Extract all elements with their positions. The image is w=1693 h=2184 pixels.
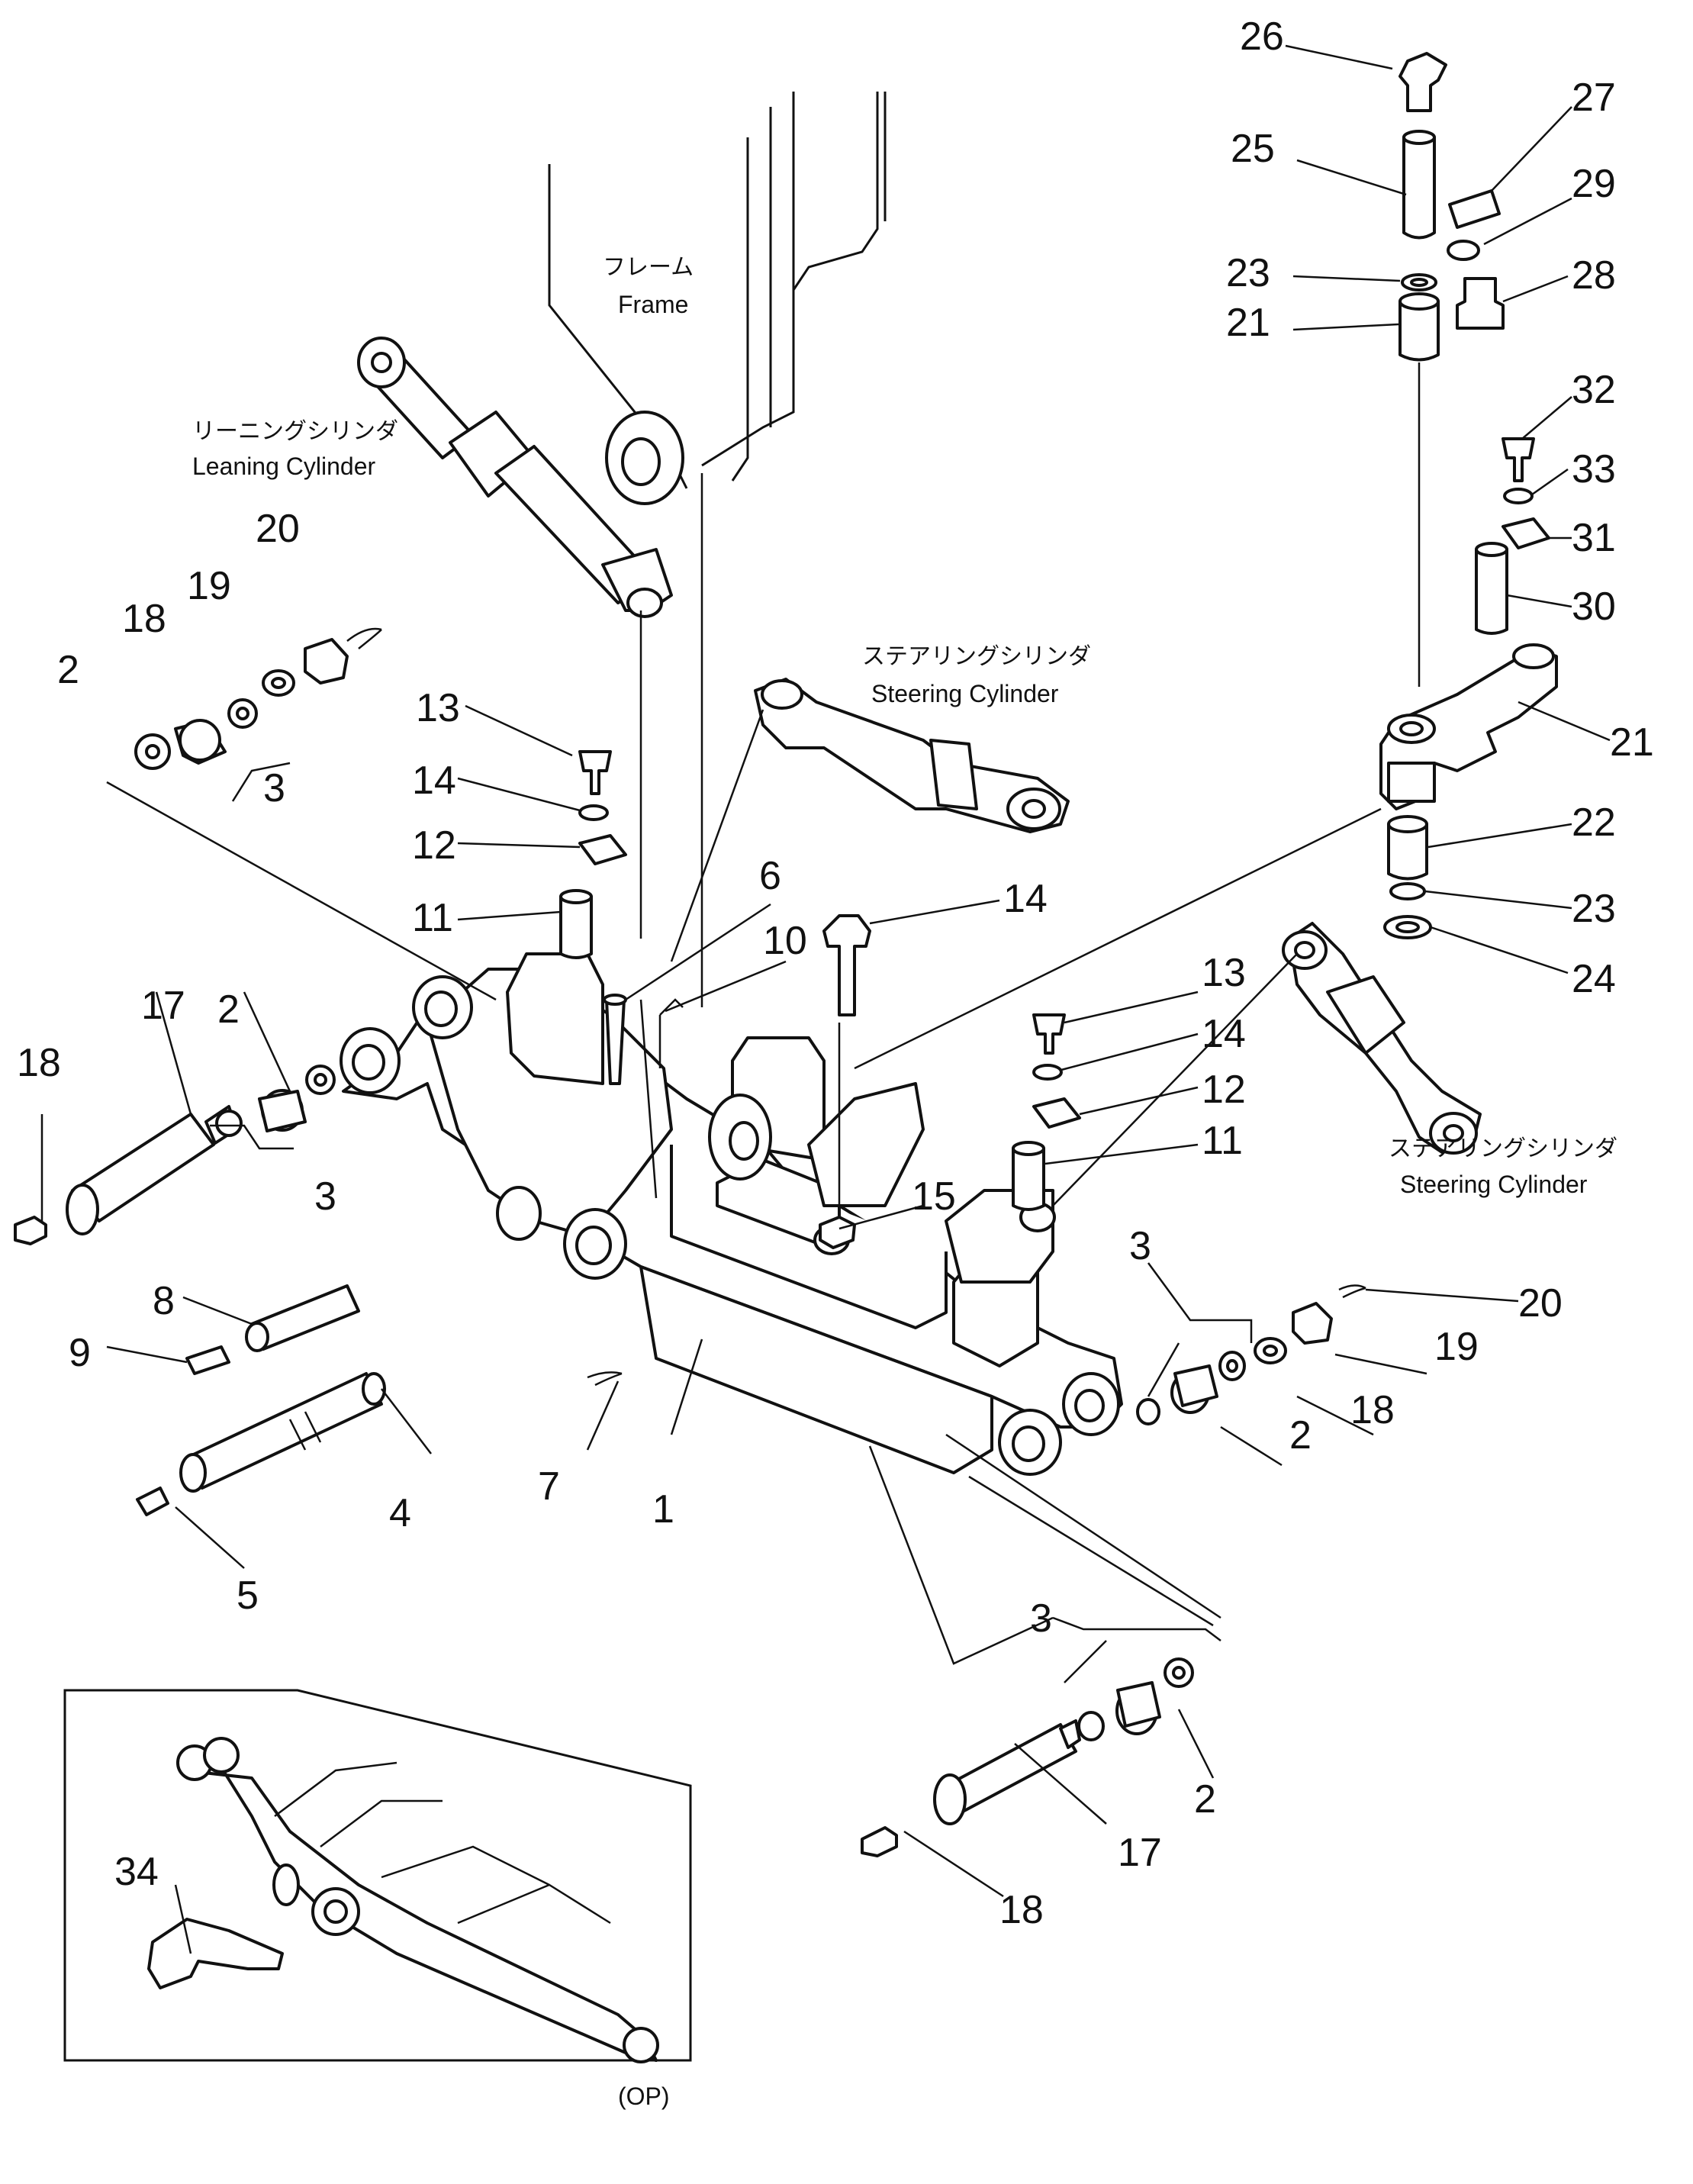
callout-24-top: 23 (1226, 251, 1270, 295)
leaning-cylinder (357, 337, 673, 618)
callout-numbers: 26 27 25 29 23 28 21 32 33 31 30 21 22 2… (17, 14, 1654, 1932)
callout-19-right: 18 (1350, 1388, 1395, 1432)
frame-outline (548, 92, 887, 505)
callout-12-left: 12 (412, 823, 456, 868)
callout-3-right: 3 (1129, 1224, 1151, 1268)
callout-35: 34 (114, 1850, 159, 1894)
callout-21-left: 20 (256, 507, 300, 551)
callout-17-lowright: 17 (1118, 1831, 1162, 1875)
callout-19-left: 18 (122, 597, 166, 641)
callout-28: 27 (1572, 76, 1616, 120)
leader-lines (40, 44, 1611, 1954)
callout-2-lowright: 2 (1194, 1777, 1216, 1822)
steering-right-caption-jp: ステアリングシリンダ (1389, 1135, 1617, 1162)
right-parts (861, 1284, 1366, 1857)
callout-11-left: 11 (412, 896, 453, 940)
callout-17-left: 17 (141, 984, 185, 1028)
steering-right-caption-en: Steering Cylinder (1400, 1171, 1588, 1198)
callout-2-right: 2 (1289, 1413, 1312, 1458)
callout-24-bottom: 23 (1572, 887, 1616, 931)
steering-top-caption-jp: ステアリングシリンダ (862, 643, 1091, 670)
steering-top-caption-en: Steering Cylinder (871, 680, 1059, 707)
captions: フレーム Frame リーニングシリンダ Leaning Cylinder ステ… (192, 254, 1617, 2110)
callout-26: 25 (1231, 127, 1275, 171)
steering-cylinder-right (1282, 922, 1482, 1155)
callout-2-midleft: 2 (217, 987, 240, 1032)
callout-29: 28 (1572, 253, 1616, 298)
callout-15: 14 (1003, 877, 1048, 921)
callout-23-top: 21 (1226, 301, 1270, 345)
inset-op-caption: (OP) (618, 2083, 670, 2110)
callout-27: 26 (1240, 14, 1284, 59)
callout-21-right: 20 (1518, 1281, 1563, 1326)
callout-1: 1 (652, 1487, 674, 1532)
frame-caption-en: Frame (618, 291, 688, 318)
axle-frame (340, 952, 1123, 1476)
callout-3-midleft: 3 (314, 1174, 336, 1219)
frame-caption-jp: フレーム (603, 254, 694, 281)
callout-2-topleft: 2 (57, 648, 79, 692)
callout-3-lowright: 3 (1030, 1596, 1052, 1641)
callout-9: 9 (69, 1331, 91, 1375)
center-parts (559, 750, 1081, 1249)
callout-22: 21 (1610, 720, 1654, 765)
callout-18-lowright: 18 (999, 1888, 1044, 1932)
callout-16: 15 (912, 1174, 956, 1219)
leaning-caption-en: Leaning Cylinder (192, 453, 376, 480)
steering-arm-assembly (1379, 52, 1558, 939)
callout-13-right: 13 (1202, 951, 1246, 995)
steering-cylinder-top (754, 678, 1070, 833)
callout-18-left: 18 (17, 1041, 61, 1085)
callout-4: 4 (389, 1491, 411, 1535)
left-parts (14, 627, 623, 1516)
callout-23-bottom: 22 (1572, 800, 1616, 845)
callout-20-right: 19 (1434, 1325, 1479, 1369)
callout-31: 30 (1572, 585, 1616, 629)
callout-8: 8 (153, 1279, 175, 1323)
leaning-caption-jp: リーニングシリンダ (192, 418, 398, 445)
callout-7: 7 (538, 1464, 560, 1509)
callout-32: 31 (1572, 516, 1616, 560)
callout-5: 5 (237, 1574, 259, 1618)
callout-25: 24 (1572, 957, 1616, 1001)
callout-11-right: 11 (1202, 1119, 1243, 1163)
callout-12-right: 12 (1202, 1068, 1246, 1112)
callout-34: 33 (1572, 447, 1616, 491)
callout-3-topleft: 3 (263, 766, 285, 810)
callout-20-left: 19 (187, 564, 231, 608)
callout-33: 32 (1572, 368, 1616, 412)
callout-30: 29 (1572, 162, 1616, 206)
callout-14-right: 14 (1202, 1012, 1246, 1056)
callout-10: 10 (763, 919, 807, 963)
callout-13-left: 13 (416, 686, 460, 730)
callout-14-left: 14 (412, 759, 456, 803)
callout-6: 6 (759, 854, 781, 898)
inset-option (63, 1689, 692, 2063)
